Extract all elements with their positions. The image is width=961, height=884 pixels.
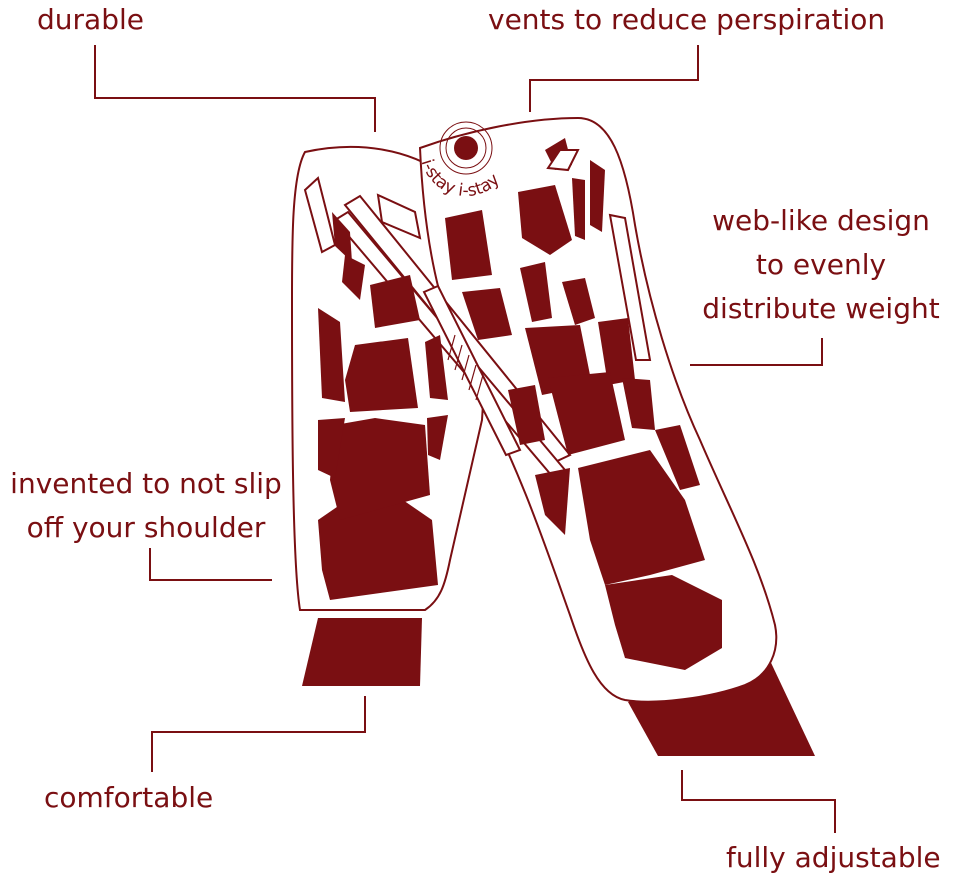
label-adjustable: fully adjustable	[726, 841, 941, 874]
leader-adjustable	[681, 770, 836, 833]
leader-durable	[94, 45, 376, 132]
label-web-design: web-like design to evenly distribute wei…	[690, 199, 952, 331]
cell	[508, 385, 545, 445]
cell	[318, 498, 438, 600]
leader-web-design	[690, 338, 823, 366]
left-strap-tail	[302, 618, 422, 686]
cell	[655, 425, 700, 490]
label-vents: vents to reduce perspiration	[488, 3, 886, 36]
cell	[332, 212, 352, 262]
cell	[445, 210, 492, 280]
strap-3	[422, 284, 522, 457]
cell	[605, 575, 722, 670]
cell	[425, 335, 448, 400]
leader-comfortable	[151, 696, 366, 772]
cell	[598, 318, 635, 385]
cell	[330, 418, 430, 520]
cell	[578, 450, 705, 585]
cell	[345, 338, 418, 412]
cell	[535, 468, 570, 535]
label-web-design-line2: to evenly	[755, 248, 887, 281]
cell	[318, 418, 345, 478]
cell	[520, 262, 552, 322]
leader-lines	[94, 45, 836, 833]
cell	[572, 178, 585, 240]
cell	[342, 255, 365, 300]
cell	[462, 288, 512, 340]
cell	[318, 308, 345, 402]
label-no-slip: invented to not slip off your shoulder	[0, 462, 292, 550]
vent-hatching	[447, 334, 484, 401]
cell	[518, 185, 572, 255]
cell	[548, 372, 625, 455]
leader-no-slip	[149, 548, 272, 581]
right-strap-tail	[628, 650, 815, 756]
cell	[427, 415, 448, 460]
cell	[562, 278, 595, 325]
left-pad-cells	[318, 212, 448, 600]
cell	[590, 160, 605, 232]
label-web-design-line3: distribute weight	[702, 292, 940, 325]
label-no-slip-line1: invented to not slip	[10, 467, 282, 500]
vent-slots	[303, 149, 652, 361]
label-comfortable: comfortable	[44, 781, 214, 814]
right-pad-cells	[445, 138, 722, 670]
label-durable: durable	[37, 3, 144, 36]
label-no-slip-line2: off your shoulder	[26, 511, 266, 544]
leader-vents	[529, 45, 699, 112]
cell	[370, 275, 420, 328]
label-web-design-line1: web-like design	[712, 204, 930, 237]
cell	[622, 378, 655, 430]
